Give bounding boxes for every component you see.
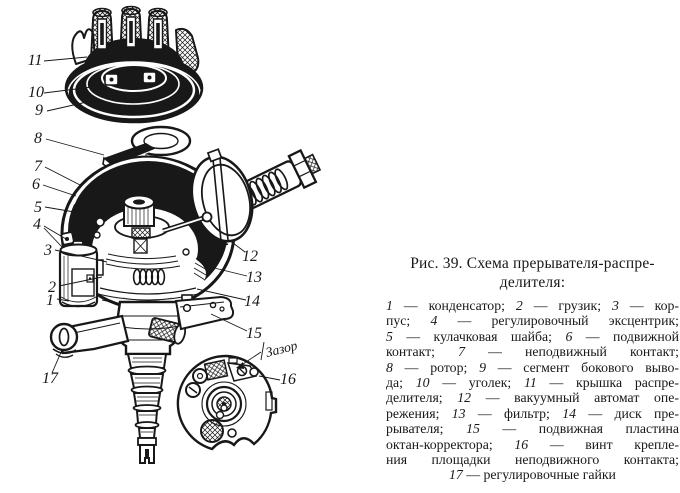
callout-4: 4 <box>33 216 41 233</box>
callout-5: 5 <box>34 199 42 216</box>
leader-line <box>205 265 248 277</box>
leader-line <box>58 276 103 287</box>
callout-7: 7 <box>34 158 43 175</box>
gap-annotation: Зазор <box>264 338 299 360</box>
callout-12: 12 <box>242 248 258 265</box>
caption-line: октан-корректора; 16 — винт крепле- <box>386 436 679 452</box>
leader-line <box>45 138 105 156</box>
drive-shaft <box>126 353 168 464</box>
cap-tower <box>119 5 143 61</box>
leader-line <box>43 225 67 240</box>
distributor-cap <box>64 5 204 125</box>
caption-line: режения; 13 — фильтр; 14 — диск пре- <box>386 405 679 421</box>
leader-line <box>210 313 248 332</box>
leader-line <box>44 166 83 187</box>
distributor-body <box>60 155 236 311</box>
breaker-plate-inset <box>176 354 278 451</box>
callout-numbers: 1 2 3 4 5 6 7 8 9 10 11 12 13 14 15 16 1… <box>28 52 299 388</box>
gap-arrowhead <box>236 362 244 369</box>
leader-line <box>228 239 246 253</box>
callout-8: 8 <box>34 130 42 147</box>
callout-2: 2 <box>48 279 56 296</box>
fixed-contact-screw <box>249 367 259 377</box>
callout-16: 16 <box>280 371 296 388</box>
callout-1: 1 <box>46 292 54 309</box>
cap-tower <box>146 7 170 61</box>
gap-pointer-line <box>239 351 262 367</box>
leader-line <box>43 227 63 248</box>
callout-3: 3 <box>43 242 52 259</box>
caption-line: 8 — ротор; 9 — сегмент бокового выво- <box>386 359 679 375</box>
caption-lines: 1 — конденсатор; 2 — грузик; 3 — кор-пус… <box>386 298 679 483</box>
caption-line: рывателя; 15 — подвижная пластина <box>386 421 679 437</box>
leader-line <box>42 184 77 197</box>
cap-tower <box>90 7 114 61</box>
breaker-contact-block <box>203 359 229 381</box>
callout-9: 9 <box>35 102 43 119</box>
leader-line <box>54 249 108 263</box>
caption-line: делителя; 12 — вакуумный автомат опе- <box>386 390 679 406</box>
leader-line <box>43 86 93 94</box>
gap-tick-line <box>260 341 265 361</box>
octane-plate <box>174 294 235 331</box>
callout-15: 15 <box>246 325 262 342</box>
vacuum-advance-unit <box>162 148 322 246</box>
callout-17: 17 <box>42 370 59 387</box>
caption-title-line2: делителя: <box>499 273 566 291</box>
leader-line <box>258 375 281 381</box>
breaker-spring <box>132 268 166 286</box>
leader-line <box>46 98 101 112</box>
leader-line <box>51 349 63 374</box>
octane-corrector-arm <box>49 314 130 358</box>
caption-line: 17 — регулировочные гайки <box>449 467 616 483</box>
callout-11: 11 <box>28 52 43 69</box>
callout-10: 10 <box>28 84 44 101</box>
adjusting-nut <box>49 322 79 352</box>
leader-line <box>44 206 81 214</box>
caption-title-line1: Рис. 39. Схема прерывателя-распре- <box>410 255 655 272</box>
caption-line: 5 — кулачковая шайба; 6 — подвижной <box>386 328 679 344</box>
caption-line: да; 10 — уголек; 11 — крышка распре- <box>386 375 680 391</box>
caption: Рис. 39. Схема прерывателя-распре- делит… <box>386 255 679 483</box>
condenser <box>58 208 104 308</box>
callout-14: 14 <box>244 293 260 310</box>
callout-leaders <box>42 56 281 381</box>
leader-line <box>56 298 70 302</box>
caption-title: Рис. 39. Схема прерывателя-распре- делит… <box>386 255 679 292</box>
leader-line <box>196 288 247 301</box>
caption-line: контакт; 7 — неподвижный контакт; <box>386 344 679 360</box>
caption-line: ния площадки неподвижного контакта; <box>386 452 679 468</box>
caption-line: пус; 4 — регулировочный эксцентрик; <box>386 313 679 329</box>
callout-13: 13 <box>246 269 262 286</box>
lower-housing <box>114 300 187 356</box>
caption-line: 1 — конденсатор; 2 — грузик; 3 — кор- <box>386 298 679 313</box>
callout-6: 6 <box>32 176 40 193</box>
leader-line <box>43 56 88 62</box>
